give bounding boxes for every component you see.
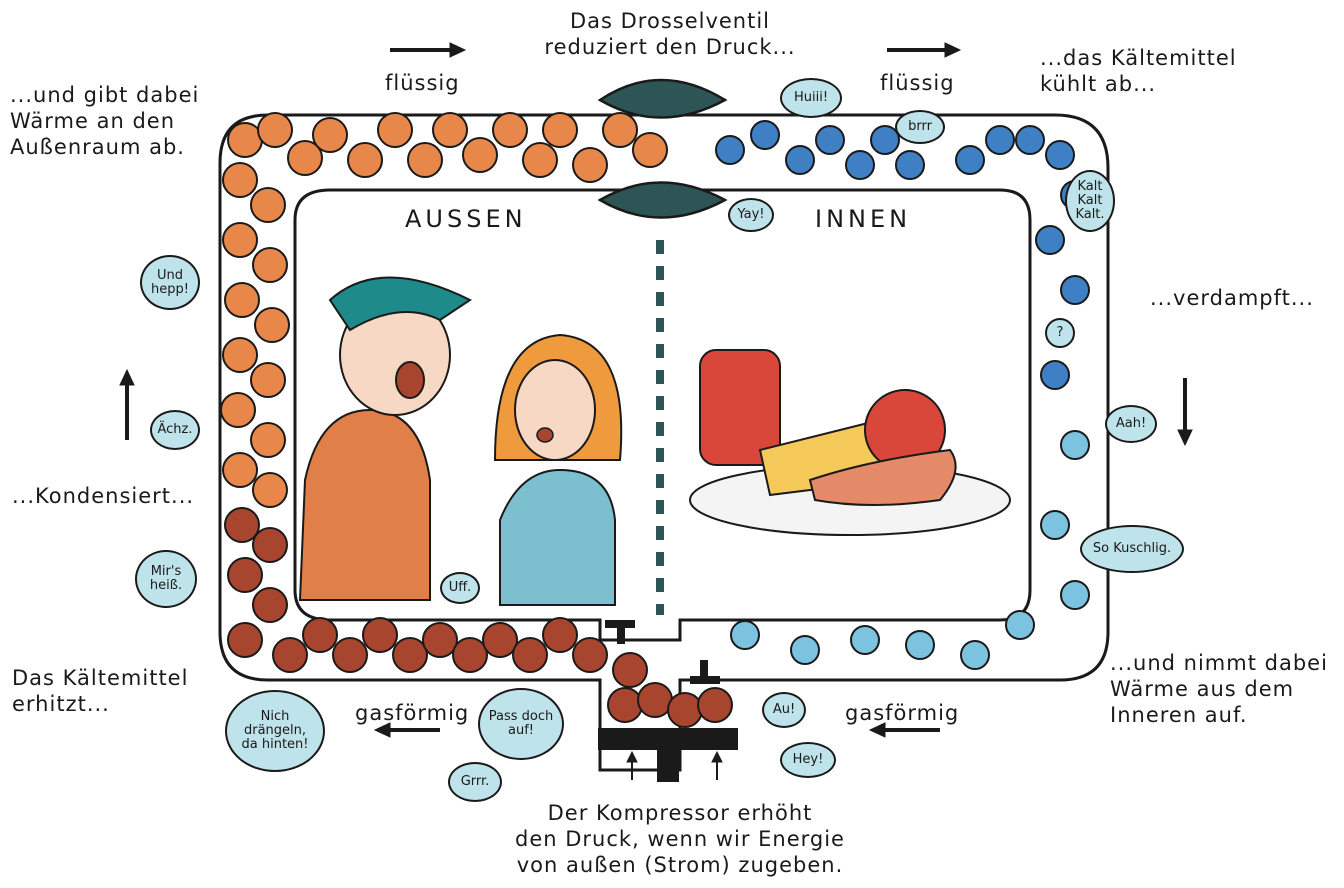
bubble-kalt: Kalt Kalt Kalt. <box>1065 170 1115 232</box>
bubble-brrr: brrr <box>895 110 945 144</box>
bubble-huiii: Huiii! <box>780 78 842 118</box>
bubble-uff: Uff. <box>440 572 480 604</box>
bubble-yay: Yay! <box>728 198 774 232</box>
bubble-grrr: Grrr. <box>448 762 502 802</box>
bubble-so-kuschlig: So Kuschlig. <box>1080 525 1184 573</box>
bubble-aechz: Ächz. <box>150 410 200 450</box>
bubble-mirs-heiss: Mir's heiß. <box>135 550 197 608</box>
bubble-aah: Aah! <box>1105 405 1157 443</box>
bubble-pass-doch-auf: Pass doch auf! <box>478 688 564 760</box>
bubble-nich-draengeln: Nich drängeln, da hinten! <box>225 690 325 772</box>
bubble-au: Au! <box>762 692 806 728</box>
bubble-question: ? <box>1045 318 1075 348</box>
bubble-hey: Hey! <box>780 742 836 778</box>
bubble-und-hepp: Und hepp! <box>140 255 200 310</box>
